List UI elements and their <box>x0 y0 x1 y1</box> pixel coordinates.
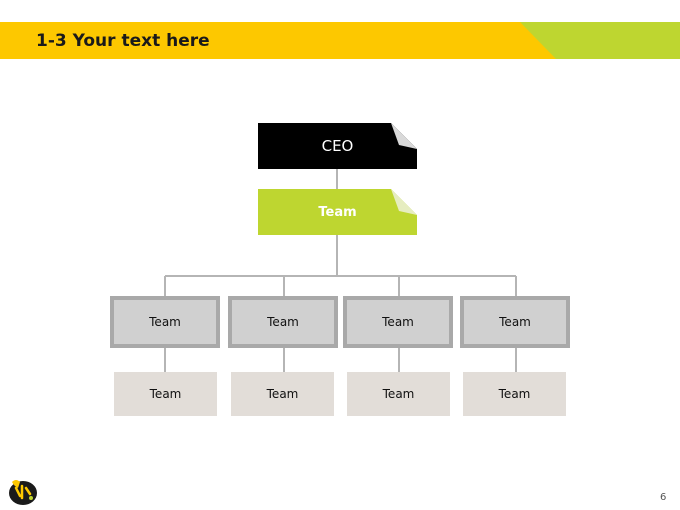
team-level3-box: Team <box>463 372 566 416</box>
team-level2-box: Team <box>110 296 220 348</box>
team-main-box: Team <box>258 189 417 235</box>
team-level3-box: Team <box>114 372 217 416</box>
team-level3-label: Team <box>266 387 299 401</box>
team-level2-label: Team <box>267 315 299 329</box>
header-accent-shape <box>520 22 680 59</box>
team-level3-label: Team <box>149 387 182 401</box>
ceo-label: CEO <box>321 137 354 155</box>
page-fold-icon <box>391 189 417 215</box>
team-level3-box: Team <box>231 372 334 416</box>
team-level3-label: Team <box>498 387 531 401</box>
team-level3-box: Team <box>347 372 450 416</box>
team-level2-label: Team <box>149 315 181 329</box>
team-level2-box: Team <box>343 296 453 348</box>
team-level2-label: Team <box>382 315 414 329</box>
slide-title: 1-3 Your text here <box>36 31 210 51</box>
ceo-box: CEO <box>258 123 417 169</box>
team-main-label: Team <box>318 204 357 220</box>
team-level2-label: Team <box>499 315 531 329</box>
page-fold-icon <box>391 123 417 149</box>
team-level3-label: Team <box>382 387 415 401</box>
team-level2-box: Team <box>460 296 570 348</box>
brand-logo-icon <box>9 480 37 505</box>
team-level2-box: Team <box>228 296 338 348</box>
page-number: 6 <box>660 492 667 503</box>
